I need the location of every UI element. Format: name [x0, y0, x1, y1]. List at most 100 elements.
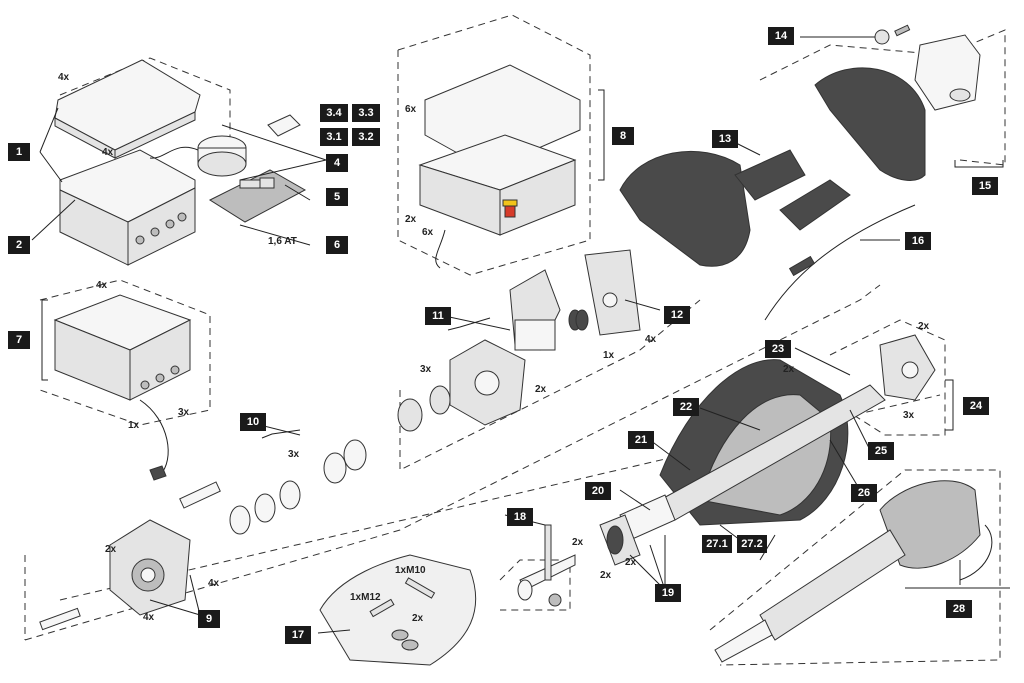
front-fork-19	[599, 514, 641, 566]
tag-28: 28	[946, 600, 972, 618]
tag-3-4: 3.4	[320, 104, 348, 122]
qty-1x-box7-cable: 1x	[128, 420, 140, 431]
bracket-10	[261, 429, 301, 439]
tag-18: 18	[507, 508, 533, 526]
wall-bracket-15	[914, 34, 981, 111]
group-outline-cover	[759, 29, 1006, 166]
svg-text:12: 12	[671, 309, 683, 321]
svg-text:6: 6	[334, 239, 340, 251]
qty-1x-spring: 1x	[603, 350, 615, 361]
svg-text:16: 16	[912, 235, 924, 247]
qty-2x-bag: 2x	[412, 613, 424, 624]
qty-4x-box7-lid: 4x	[96, 280, 108, 291]
svg-text:3.3: 3.3	[358, 107, 373, 119]
svg-text:1: 1	[16, 146, 22, 158]
tag-25: 25	[868, 442, 894, 460]
svg-text:24: 24	[970, 400, 983, 412]
tag-27-2: 27.2	[737, 535, 767, 553]
bag-m10: 1xM10	[395, 565, 426, 576]
svg-text:11: 11	[432, 310, 444, 322]
qty-6x-box8-lid: 6x	[405, 104, 417, 115]
bracket-15	[954, 160, 1004, 168]
svg-text:3.1: 3.1	[326, 131, 341, 143]
svg-text:13: 13	[719, 133, 731, 145]
svg-text:3.4: 3.4	[326, 107, 342, 119]
transformer	[149, 135, 247, 177]
bearings-row	[229, 385, 451, 535]
svg-text:23: 23	[772, 343, 784, 355]
lock-14	[874, 24, 911, 45]
box-8-base	[418, 134, 577, 269]
qty-3x-box7-glands: 3x	[178, 407, 190, 418]
svg-text:3.2: 3.2	[358, 131, 373, 143]
bracket-7	[41, 299, 48, 381]
qty-2x-fork-b: 2x	[625, 557, 637, 568]
svg-text:10: 10	[247, 416, 259, 428]
tag-12: 12	[664, 306, 690, 324]
bracket-8	[598, 89, 605, 181]
svg-text:20: 20	[592, 485, 604, 497]
group-outline-gear	[399, 299, 701, 471]
box-7	[53, 294, 192, 481]
cable-16	[764, 204, 916, 321]
control-box-lid	[54, 59, 201, 159]
tag-3-3: 3.3	[352, 104, 380, 122]
rear-bracket-24	[879, 334, 936, 401]
tag-4: 4	[326, 154, 348, 172]
actuator-28	[714, 480, 993, 663]
qty-2x-motor-flange: 2x	[535, 384, 547, 395]
svg-text:18: 18	[514, 511, 526, 523]
group-outline-box-7	[39, 279, 211, 426]
qty-4x-plate-screws: 4x	[645, 334, 657, 345]
actuator-tube	[619, 384, 886, 541]
tag-27-1: 27.1	[702, 535, 732, 553]
qty-2x-fork-a: 2x	[572, 537, 584, 548]
svg-text:7: 7	[16, 334, 22, 346]
tag-1: 1	[8, 143, 30, 161]
group-outline-28	[709, 469, 1001, 666]
qty-2x-box8-glands: 2x	[405, 214, 417, 225]
svg-text:27.1: 27.1	[706, 538, 727, 550]
tag-22: 22	[673, 398, 699, 416]
tag-7: 7	[8, 331, 30, 349]
svg-text:27.2: 27.2	[741, 538, 762, 550]
tag-19: 19	[655, 584, 681, 602]
bracket-11	[447, 317, 491, 331]
qty-3x-motor-screws: 3x	[420, 364, 432, 375]
qty-2x-fork-c: 2x	[600, 570, 612, 581]
tag-10: 10	[240, 413, 266, 431]
control-box-base	[59, 149, 196, 266]
bracket-24	[945, 379, 954, 431]
tag-11: 11	[425, 307, 451, 325]
svg-text:14: 14	[775, 30, 788, 42]
svg-text:26: 26	[858, 487, 870, 499]
motor	[509, 269, 561, 351]
tag-20: 20	[585, 482, 611, 500]
tag-17: 17	[285, 626, 311, 644]
qty-4x-base-screws: 4x	[102, 147, 114, 158]
tag-9: 9	[198, 610, 220, 628]
svg-text:21: 21	[635, 434, 647, 446]
svg-text:28: 28	[953, 603, 965, 615]
qty-4x-lid-screws: 4x	[58, 72, 70, 83]
group-outline-24	[829, 319, 946, 436]
tag-14: 14	[768, 27, 794, 45]
motor-cover	[619, 67, 926, 267]
tag-5: 5	[326, 188, 348, 206]
spring	[568, 309, 589, 331]
group-outline-control-box	[59, 57, 231, 150]
pivot-shaft	[39, 481, 221, 631]
svg-text:2: 2	[16, 239, 22, 251]
gate-bracket-18	[517, 524, 576, 607]
motor-flange	[449, 339, 526, 426]
svg-text:15: 15	[979, 180, 991, 192]
qty-2x-cover-screws: 2x	[783, 364, 795, 375]
svg-text:9: 9	[206, 613, 212, 625]
tag-6: 6	[326, 236, 348, 254]
qty-4x-gearbox-pins: 4x	[208, 578, 220, 589]
tag-23: 23	[765, 340, 791, 358]
tag-24: 24	[963, 397, 989, 415]
qty-2x-rear-bracket: 2x	[918, 321, 930, 332]
tag-16: 16	[905, 232, 931, 250]
